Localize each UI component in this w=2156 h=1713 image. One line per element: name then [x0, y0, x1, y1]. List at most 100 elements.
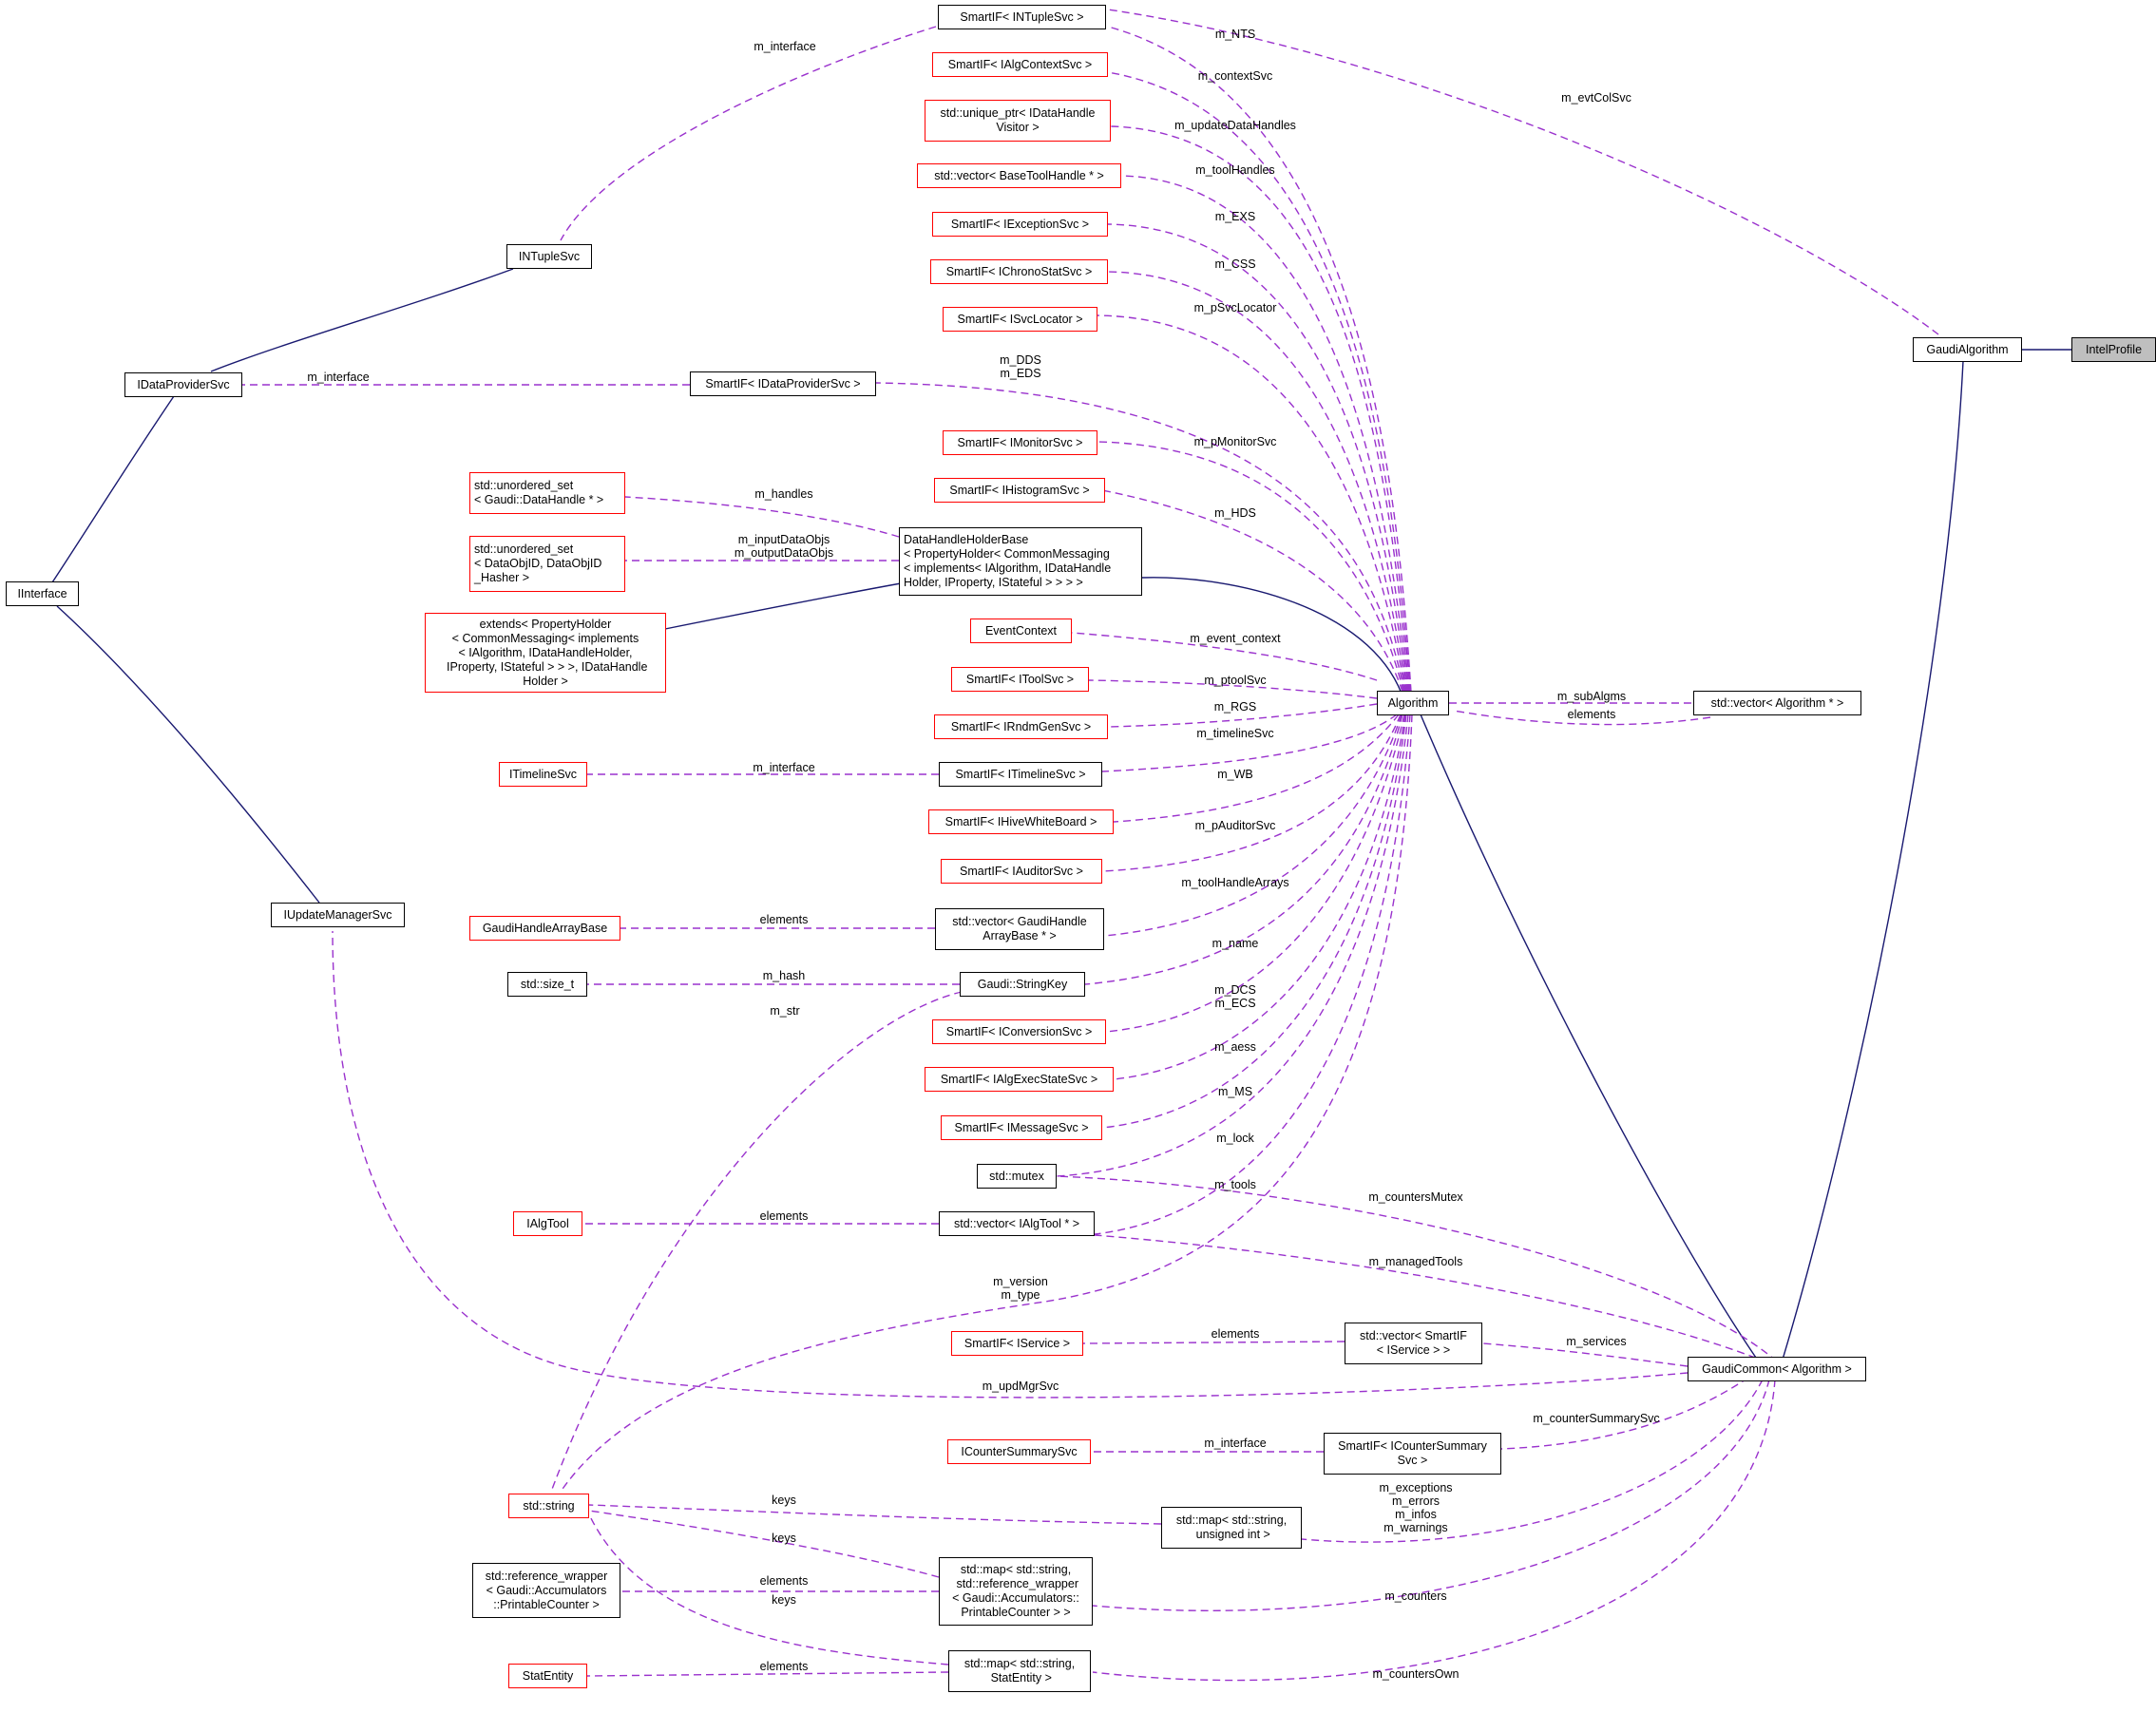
- edge-label-m-contextsvc: m_contextSvc: [1197, 69, 1273, 83]
- node-unordered-set-dataobjid[interactable]: std::unordered_set < DataObjID, DataObjI…: [469, 536, 625, 592]
- node-smartif-imessagesvc[interactable]: SmartIF< IMessageSvc >: [941, 1115, 1102, 1140]
- edge-label-m-countersummarysvc: m_counterSummarySvc: [1533, 1412, 1660, 1425]
- node-smartif-itoolsvc[interactable]: SmartIF< IToolSvc >: [951, 667, 1089, 692]
- node-intuplesvc[interactable]: INTupleSvc: [506, 244, 592, 269]
- edge-label-m-css: m_CSS: [1214, 257, 1256, 271]
- use-edge-alg-smartif-idataprov: [875, 382, 1405, 693]
- edge-label-m-aess: m_aess: [1214, 1040, 1256, 1054]
- edge-label-m-updmgrsvc: m_updMgrSvc: [982, 1380, 1059, 1393]
- node-gaudihandlearraybase[interactable]: GaudiHandleArrayBase: [469, 916, 620, 941]
- edge-label-m-version-type: m_version m_type: [993, 1275, 1048, 1302]
- node-smartif-itimelinesvc[interactable]: SmartIF< ITimelineSvc >: [939, 762, 1102, 787]
- use-edge-vector-algorithm-alg: [1453, 710, 1711, 726]
- node-statentity[interactable]: StatEntity: [508, 1664, 587, 1688]
- node-idataprovidersvc[interactable]: IDataProviderSvc: [124, 372, 242, 397]
- node-extends-propertyholder[interactable]: extends< PropertyHolder < CommonMessagin…: [425, 613, 666, 693]
- edge-label-keys-uint: keys: [772, 1494, 796, 1507]
- edge-label-m-str: m_str: [770, 1004, 800, 1018]
- use-edge-alg-smartif-itimeline: [1101, 714, 1398, 772]
- edge-label-m-updatedatahandles: m_updateDataHandles: [1174, 119, 1296, 132]
- use-edge-alg-smartif-ihistogram: [1101, 489, 1403, 693]
- node-unique-ptr-idatahandlevisitor[interactable]: std::unique_ptr< IDataHandle Visitor >: [925, 100, 1111, 142]
- edge-label-m-tools: m_tools: [1214, 1178, 1256, 1191]
- node-smartif-ialgcontextsvc[interactable]: SmartIF< IAlgContextSvc >: [932, 52, 1108, 77]
- node-std-mutex[interactable]: std::mutex: [977, 1164, 1057, 1189]
- edge-label-elements-statentity: elements: [759, 1660, 809, 1673]
- use-edge-alg-smartif-isvclocator: [1097, 314, 1406, 693]
- edge-label-m-ms: m_MS: [1217, 1085, 1253, 1098]
- use-edge-stringkey-string: [550, 991, 963, 1493]
- inherit-edge-extends-datahandleholderbase: [664, 582, 902, 630]
- use-edge-alg-smartif-imessage: [1101, 714, 1407, 1129]
- node-smartif-iexceptionsvc[interactable]: SmartIF< IExceptionSvc >: [932, 212, 1108, 237]
- node-datahandleholderbase[interactable]: DataHandleHolderBase < PropertyHolder< C…: [899, 527, 1142, 596]
- edge-label-m-name: m_name: [1212, 937, 1259, 950]
- node-map-string-statentity[interactable]: std::map< std::string, StatEntity >: [948, 1650, 1091, 1692]
- use-edge-alg-smartif-ichrono: [1107, 271, 1407, 693]
- node-smartif-ihivewhiteboard[interactable]: SmartIF< IHiveWhiteBoard >: [928, 809, 1114, 834]
- node-smartif-iconversionsvc[interactable]: SmartIF< IConversionSvc >: [932, 1019, 1106, 1044]
- node-icountersummarysvc[interactable]: ICounterSummarySvc: [947, 1439, 1091, 1464]
- node-intelprofile[interactable]: IntelProfile: [2071, 337, 2156, 362]
- use-edge-map-statentity-string: [588, 1513, 949, 1665]
- use-edge-alg-vector-basetool: [1120, 175, 1409, 693]
- node-smartif-isvclocator[interactable]: SmartIF< ISvcLocator >: [943, 307, 1097, 332]
- node-eventcontext[interactable]: EventContext: [970, 619, 1072, 643]
- node-smartif-ihistogramsvc[interactable]: SmartIF< IHistogramSvc >: [934, 478, 1105, 503]
- node-iupdatemanagersvc[interactable]: IUpdateManagerSvc: [271, 903, 405, 927]
- edge-label-m-lock: m_lock: [1216, 1132, 1254, 1145]
- node-algorithm[interactable]: Algorithm: [1377, 691, 1449, 715]
- use-edge-gaudicommon-mutex: [1056, 1175, 1778, 1362]
- node-gaudicommon-algorithm[interactable]: GaudiCommon< Algorithm >: [1688, 1357, 1866, 1381]
- use-edge-alg-vector-gaudihandle: [1103, 714, 1402, 937]
- inherit-edge-gaudicommon-gaudialgorithm: [1782, 360, 1964, 1361]
- node-map-string-uint[interactable]: std::map< std::string, unsigned int >: [1161, 1507, 1302, 1549]
- edge-label-m-exceptions-group: m_exceptions m_errors m_infos m_warnings: [1379, 1481, 1453, 1534]
- inherit-edge-idataprovidersvc-iinterface: [51, 395, 175, 583]
- inherit-edge-iupdatemanagersvc-iinterface: [56, 605, 320, 904]
- use-edge-gaudicommon-map-uint: [1301, 1379, 1764, 1543]
- node-smartif-imonitorsvc[interactable]: SmartIF< IMonitorSvc >: [943, 430, 1097, 455]
- node-smartif-ichronostatsvc[interactable]: SmartIF< IChronoStatSvc >: [930, 259, 1108, 284]
- edge-label-m-inout-dataobjs: m_inputDataObjs m_outputDataObjs: [734, 533, 834, 560]
- node-ialgtool[interactable]: IAlgTool: [513, 1211, 582, 1236]
- node-vector-basetoolhandle[interactable]: std::vector< BaseToolHandle * >: [917, 163, 1121, 188]
- edge-label-m-interface-intuple: m_interface: [754, 40, 816, 53]
- node-gaudi-stringkey[interactable]: Gaudi::StringKey: [960, 972, 1085, 997]
- node-size-t[interactable]: std::size_t: [507, 972, 587, 997]
- edge-label-m-event-context: m_event_context: [1190, 632, 1281, 645]
- node-vector-smartif-iservice[interactable]: std::vector< SmartIF < IService > >: [1345, 1323, 1482, 1364]
- node-vector-ialgtool[interactable]: std::vector< IAlgTool * >: [939, 1211, 1095, 1236]
- node-smartif-idataprovidersvc[interactable]: SmartIF< IDataProviderSvc >: [690, 371, 876, 396]
- edge-label-keys-statentity: keys: [772, 1593, 796, 1607]
- node-smartif-iservice[interactable]: SmartIF< IService >: [951, 1331, 1083, 1356]
- node-smartif-icountersummarysvc[interactable]: SmartIF< ICounterSummary Svc >: [1324, 1433, 1501, 1475]
- node-reference-wrapper[interactable]: std::reference_wrapper < Gaudi::Accumula…: [472, 1563, 620, 1618]
- node-smartif-intuplesvc[interactable]: SmartIF< INTupleSvc >: [938, 5, 1106, 29]
- node-vector-gaudihandlearraybase[interactable]: std::vector< GaudiHandle ArrayBase * >: [935, 908, 1104, 950]
- inherit-edge-datahandleholderbase-algorithm: [1141, 577, 1402, 695]
- use-edge-alg-smartif-itool: [1088, 679, 1378, 699]
- node-vector-algorithm[interactable]: std::vector< Algorithm * >: [1693, 691, 1861, 715]
- node-smartif-iauditorsvc[interactable]: SmartIF< IAuditorSvc >: [941, 859, 1102, 884]
- node-smartif-irndmgensvc[interactable]: SmartIF< IRndmGenSvc >: [934, 714, 1108, 739]
- use-edge-alg-smartif-intuple: [1107, 26, 1412, 693]
- node-iinterface[interactable]: IInterface: [6, 581, 79, 606]
- node-itimelinesvc[interactable]: ITimelineSvc: [499, 762, 587, 787]
- edge-label-keys-refwrap: keys: [772, 1532, 796, 1545]
- edge-label-m-toolhandlearrays: m_toolHandleArrays: [1181, 876, 1289, 889]
- edge-label-m-hash: m_hash: [762, 969, 806, 982]
- node-std-string[interactable]: std::string: [508, 1494, 589, 1518]
- edge-label-m-services: m_services: [1566, 1335, 1627, 1348]
- use-edge-alg-smartif-ialgcontext: [1107, 71, 1411, 693]
- use-edge-intuple-intuplesvc: [560, 26, 937, 241]
- node-smartif-ialgexecstatesvc[interactable]: SmartIF< IAlgExecStateSvc >: [925, 1067, 1114, 1092]
- node-map-string-refwrapper[interactable]: std::map< std::string, std::reference_wr…: [939, 1557, 1093, 1626]
- edge-label-m-dds-eds: m_DDS m_EDS: [1000, 353, 1041, 380]
- use-edge-dhhb-unordered-datahandle: [624, 496, 900, 538]
- use-edge-alg-smartif-iauditor: [1101, 714, 1402, 872]
- node-unordered-set-datahandle[interactable]: std::unordered_set < Gaudi::DataHandle *…: [469, 472, 625, 514]
- node-gaudialgorithm[interactable]: GaudiAlgorithm: [1913, 337, 2022, 362]
- use-edge-map-statentity-statentity: [586, 1671, 949, 1677]
